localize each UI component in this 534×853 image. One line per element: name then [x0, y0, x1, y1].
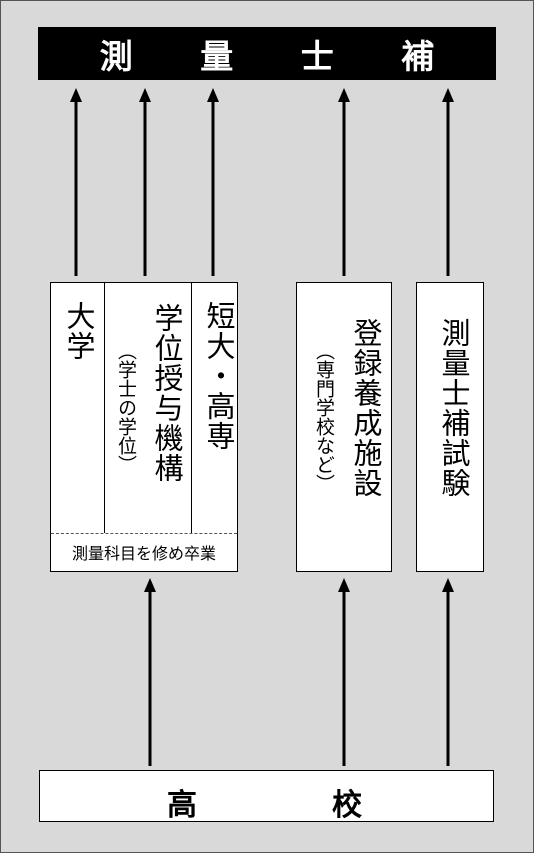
title-bar: 測 量 士 補 [38, 27, 496, 80]
training-label: 登録養成施設 [349, 318, 383, 498]
title-text: 測 量 士 補 [99, 36, 463, 76]
exam-box: 測量士補試験 [416, 282, 484, 572]
arrow-school-to-exam [442, 578, 454, 766]
university-box: 大学 学位授与機構 （学士の学位） 短大・高専 測量科目を修め卒業 [50, 282, 238, 572]
arrow-exam-up [442, 88, 454, 276]
daigaku-label: 大学 [62, 301, 96, 361]
training-sublabel: （専門学校など） [313, 341, 335, 493]
exam-label: 測量士補試験 [437, 318, 471, 498]
arrow-tandai [207, 88, 219, 276]
arrow-school-to-university [144, 578, 156, 766]
requirement-text: 測量科目を修め卒業 [71, 544, 216, 563]
gakui-label: 学位授与機構 [150, 303, 184, 483]
gakui-sublabel: （学士の学位） [115, 341, 137, 474]
arrow-gakui [139, 88, 151, 276]
training-box: 登録養成施設 （専門学校など） [296, 282, 392, 572]
tandai-label: 短大・高専 [202, 301, 236, 451]
arrow-training-up [338, 88, 350, 276]
high-school-bar: 高 校 [39, 770, 494, 823]
high-school-right: 校 [332, 788, 362, 823]
arrow-daigaku [70, 88, 82, 276]
divider-1 [104, 283, 105, 533]
divider-2 [191, 283, 192, 533]
dashed-separator [51, 533, 237, 534]
arrow-school-to-training [338, 578, 350, 766]
high-school-left: 高 [167, 788, 197, 823]
